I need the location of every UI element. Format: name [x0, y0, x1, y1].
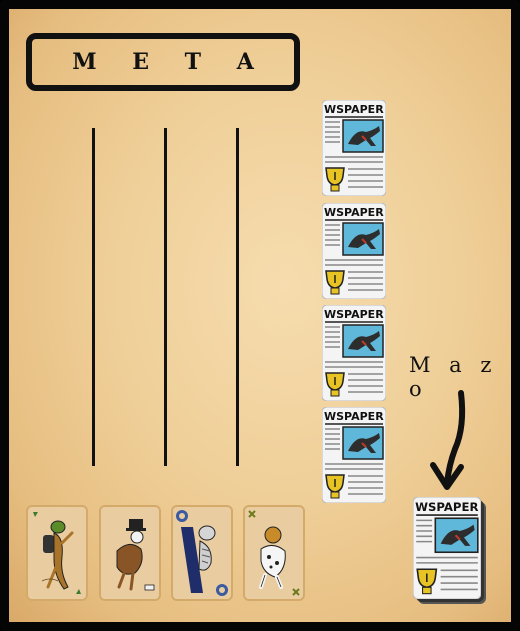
goal-box: M E T A: [26, 33, 300, 91]
stack-card[interactable]: WSPAPER: [321, 304, 387, 402]
newspaper-card-icon: WSPAPER: [321, 202, 387, 300]
stack-card[interactable]: WSPAPER: [321, 406, 387, 504]
newspaper-card-icon: WSPAPER: [321, 304, 387, 402]
player-card-striped-cat[interactable]: [171, 505, 233, 601]
goal-label: M E T A: [72, 49, 268, 75]
stack-card[interactable]: WSPAPER: [321, 202, 387, 300]
draw-deck[interactable]: WSPAPER: [412, 496, 482, 600]
deck-label: M a z o: [409, 353, 498, 401]
player-card-astronaut[interactable]: [243, 505, 305, 601]
top-hat-character-icon: [116, 519, 155, 591]
striped-cat-character-icon: [176, 510, 228, 596]
hiker-character-icon: [33, 512, 81, 594]
svg-text:WSPAPER: WSPAPER: [415, 500, 478, 514]
race-track-line: [164, 128, 167, 466]
svg-text:WSPAPER: WSPAPER: [324, 308, 384, 321]
svg-text:WSPAPER: WSPAPER: [324, 206, 384, 219]
player-card-top-hat[interactable]: [99, 505, 161, 601]
race-track-line: [92, 128, 95, 466]
svg-text:WSPAPER: WSPAPER: [324, 103, 384, 116]
svg-text:WSPAPER: WSPAPER: [324, 410, 384, 423]
newspaper-card-icon: WSPAPER: [412, 496, 482, 600]
newspaper-card-icon: WSPAPER: [321, 406, 387, 504]
astronaut-character-icon: [248, 510, 300, 596]
newspaper-card-icon: WSPAPER: [321, 99, 387, 197]
race-track-line: [236, 128, 239, 466]
stack-card[interactable]: WSPAPER: [321, 99, 387, 197]
arrow-down-icon: [430, 390, 466, 490]
player-card-hiker[interactable]: [26, 505, 88, 601]
